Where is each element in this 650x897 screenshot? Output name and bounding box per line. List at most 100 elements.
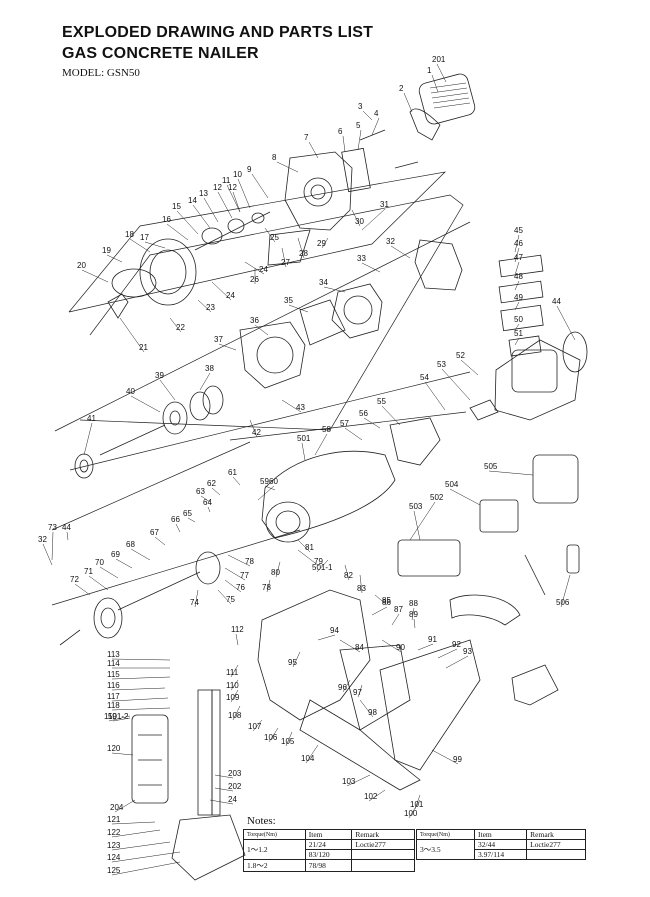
table-cell: [351, 859, 415, 872]
leader-line: [230, 679, 239, 691]
part-number-label: 12: [228, 183, 237, 192]
leader-line: [111, 752, 134, 756]
part-number-label: 69: [111, 550, 120, 559]
part-number-label: 79: [314, 557, 323, 566]
part-number-label: 19: [102, 246, 111, 255]
table-cell: [351, 849, 415, 860]
part-number-label: 112: [231, 625, 244, 634]
table-cell: 83/120: [304, 849, 353, 860]
leader-line: [514, 261, 520, 276]
part-number-label: 12: [213, 183, 222, 192]
leader-line: [357, 129, 362, 151]
leader-line: [403, 92, 413, 113]
part-number-label: 89: [409, 610, 418, 619]
leader-line: [237, 178, 251, 209]
leader-line: [297, 549, 320, 567]
leader-line: [187, 517, 196, 523]
table-header-cell: Item: [473, 829, 528, 840]
part-number-label: 45: [514, 226, 523, 235]
leader-line: [166, 223, 189, 241]
part-upper-grip: [261, 417, 441, 543]
table-header-row: Torque(Nm) Item Remark: [416, 829, 586, 840]
part-number-label: 81: [305, 543, 314, 552]
page-title: EXPLODED DRAWING AND PARTS LIST: [62, 24, 374, 41]
part-number-label: 72: [70, 575, 79, 584]
part-number-label: 7: [304, 133, 309, 142]
leader-line: [111, 821, 156, 825]
table-cell: 3.97/114: [473, 849, 528, 860]
part-number-label: 52: [456, 351, 465, 360]
leader-line: [254, 324, 269, 336]
part-number-label: 100: [404, 809, 418, 818]
part-number-label: 204: [110, 803, 124, 812]
leader-line: [281, 247, 287, 268]
leader-line: [424, 381, 446, 411]
leader-line: [381, 405, 401, 426]
leader-line: [305, 744, 319, 764]
part-number-label: 38: [205, 364, 214, 373]
part-number-label: 84: [355, 643, 364, 652]
part-number-label: 57: [340, 419, 349, 428]
leader-line: [230, 689, 239, 703]
part-number-label: 203: [228, 769, 242, 778]
part-number-label: 31: [380, 200, 389, 209]
part-number-label: 24: [259, 265, 268, 274]
leader-line: [154, 536, 166, 546]
part-number-label: 106: [264, 733, 278, 742]
leader-line: [197, 299, 212, 313]
part-number-label: 116: [107, 681, 120, 690]
part-number-label: 37: [214, 335, 223, 344]
leader-line: [111, 841, 171, 851]
leader-line: [411, 607, 415, 621]
part-number-label: 44: [552, 297, 561, 306]
leader-line: [488, 470, 534, 476]
part-number-label: 39: [155, 371, 164, 380]
part-number-label: 202: [228, 782, 242, 791]
leader-line: [112, 717, 131, 722]
part-number-label: 59: [260, 477, 269, 486]
part-number-label: 109: [226, 693, 240, 702]
part-number-label: 74: [190, 598, 199, 607]
part-number-label: 27: [281, 258, 290, 267]
leader-line: [297, 539, 311, 553]
leader-line: [129, 238, 151, 253]
part-number-label: 120: [107, 744, 121, 753]
part-number-label: 94: [330, 626, 339, 635]
part-number-label: 97: [353, 688, 362, 697]
leader-line: [111, 861, 181, 876]
part-number-label: 2: [399, 84, 404, 93]
leader-line: [371, 606, 388, 616]
leader-line: [314, 433, 328, 456]
part-number-label: 90: [396, 643, 405, 652]
part-number-label: 48: [514, 272, 523, 281]
leader-line: [371, 117, 380, 136]
part-number-label: 501-2: [108, 712, 129, 721]
part-number-label: 125: [107, 866, 121, 875]
part-fan-motor: [107, 211, 271, 319]
part-number-label: 93: [463, 647, 472, 656]
leader-line: [441, 368, 471, 401]
leader-line: [211, 281, 232, 301]
part-number-label: 46: [514, 239, 523, 248]
leader-line: [368, 789, 386, 802]
part-number-label: 41: [87, 414, 96, 423]
part-number-label: 77: [240, 571, 249, 580]
part-number-label: 21: [139, 343, 148, 352]
leader-line: [194, 589, 199, 608]
part-number-label: 78: [262, 583, 271, 592]
leader-line: [449, 488, 481, 506]
part-number-label: 118: [107, 701, 120, 710]
part-number-label: 8: [272, 153, 277, 162]
leader-line: [266, 579, 271, 593]
leader-line: [409, 501, 436, 541]
part-number-label: 25: [270, 233, 279, 242]
leader-line: [445, 655, 469, 669]
part-cylinder-51: [469, 254, 588, 421]
leader-line: [514, 280, 520, 291]
leader-line: [232, 705, 241, 721]
leader-line: [514, 337, 520, 346]
table-row: 1.8～2 78/98: [243, 859, 415, 872]
leader-line: [111, 697, 169, 702]
leader-line: [351, 209, 361, 227]
leader-line: [308, 141, 319, 159]
